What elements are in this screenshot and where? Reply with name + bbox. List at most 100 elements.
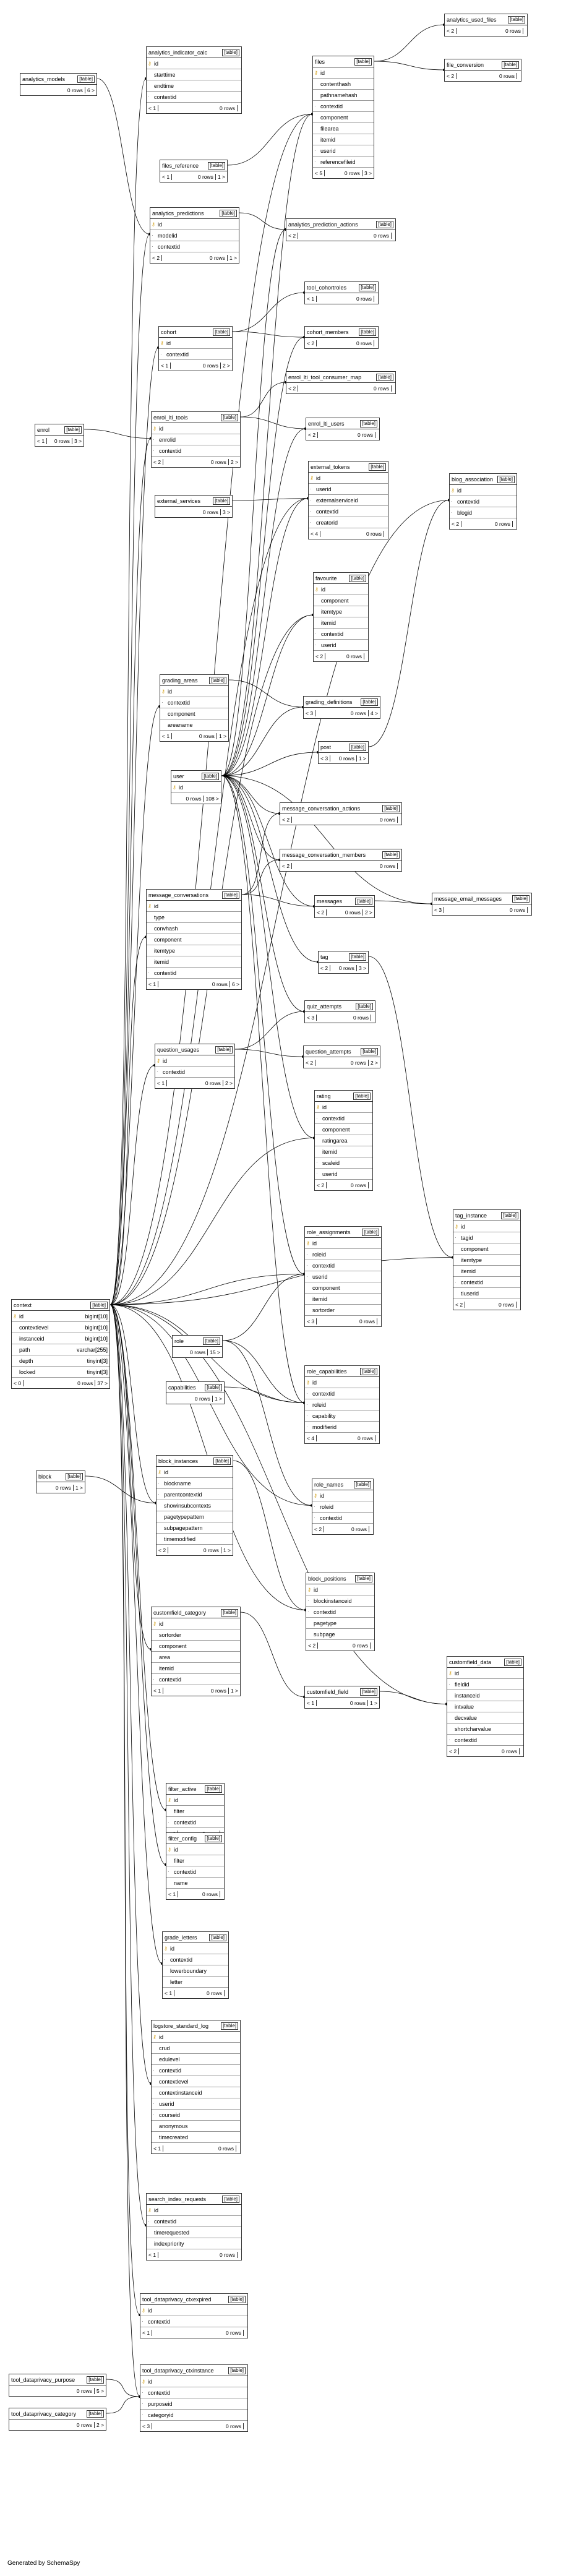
- child-count[interactable]: 1 >: [230, 1687, 238, 1694]
- table-header[interactable]: analytics_prediction_actions[table]: [286, 219, 395, 230]
- row-count[interactable]: 0 rows: [330, 964, 357, 971]
- table-header[interactable]: role_capabilities[table]: [305, 1366, 379, 1377]
- parent-count[interactable]: < 0: [12, 1380, 24, 1386]
- child-count[interactable]: 108 >: [205, 795, 219, 802]
- table-column[interactable]: ⚷id: [152, 1618, 240, 1629]
- table-column[interactable]: ⚷id: [159, 338, 232, 349]
- parent-count[interactable]: < 1: [147, 105, 159, 111]
- table-column[interactable]: intvalue: [447, 1701, 523, 1712]
- table-block-instances[interactable]: block_instances[table]⚷id·blockname·pare…: [156, 1455, 233, 1556]
- table-column[interactable]: edulevel: [152, 2054, 240, 2065]
- table-header[interactable]: question_attempts[table]: [304, 1046, 380, 1057]
- table-column[interactable]: component: [313, 112, 374, 123]
- table-header[interactable]: role_names[table]: [312, 1479, 373, 1490]
- table-name[interactable]: filter_config: [168, 1835, 197, 1842]
- table-column[interactable]: areaname: [160, 719, 228, 731]
- child-count[interactable]: 1 >: [223, 1547, 231, 1553]
- child-count[interactable]: 1 >: [229, 254, 237, 261]
- table-header[interactable]: search_index_requests[table]: [147, 2194, 241, 2205]
- parent-count[interactable]: < 5: [313, 170, 325, 176]
- table-header[interactable]: enrol_lti_users[table]: [306, 418, 379, 429]
- table-name[interactable]: customfield_field: [307, 1688, 349, 1695]
- table-search-index-requests[interactable]: search_index_requests[table]⚷id·contexti…: [146, 2193, 242, 2260]
- table-column[interactable]: ·userid: [313, 145, 374, 157]
- table-column[interactable]: ·contextid: [147, 92, 241, 103]
- table-header[interactable]: tag_instance[table]: [453, 1210, 520, 1221]
- table-role-capabilities[interactable]: role_capabilities[table]⚷id·contextid·ro…: [304, 1365, 380, 1444]
- table-column[interactable]: itemid: [305, 1294, 381, 1305]
- table-column[interactable]: ·tagid: [453, 1232, 520, 1243]
- table-column[interactable]: ·userid: [315, 1169, 372, 1180]
- table-role-names[interactable]: role_names[table]⚷id·roleid·contextid< 2…: [312, 1479, 374, 1535]
- row-count[interactable]: 0 rows: [330, 755, 357, 762]
- table-filter-active[interactable]: filter_active[table]⚷idfilter·contextid<…: [166, 1783, 225, 1839]
- row-count[interactable]: 0 rows: [14, 2421, 95, 2428]
- table-header[interactable]: block[table]: [36, 1471, 85, 1482]
- parent-count[interactable]: < 2: [286, 232, 299, 239]
- table-name[interactable]: rating: [317, 1093, 331, 1099]
- table-column[interactable]: itemtype: [147, 945, 241, 956]
- table-name[interactable]: filter_active: [168, 1785, 197, 1792]
- table-column[interactable]: contextinstanceid: [152, 2087, 240, 2098]
- table-column[interactable]: filearea: [313, 123, 374, 134]
- table-column[interactable]: ·contextid: [447, 1735, 523, 1746]
- table-name[interactable]: tool_dataprivacy_category: [11, 2410, 77, 2417]
- table-column[interactable]: itemid: [313, 134, 374, 145]
- child-count[interactable]: 2 >: [225, 1080, 233, 1086]
- table-header[interactable]: enrol_lti_tool_consumer_map[table]: [286, 372, 395, 383]
- table-header[interactable]: tool_dataprivacy_ctxexpired[table]: [140, 2294, 247, 2305]
- table-column[interactable]: ·contextid: [312, 1513, 373, 1524]
- row-count[interactable]: 0 rows: [325, 653, 364, 659]
- table-column[interactable]: decvalue: [447, 1712, 523, 1724]
- table-header[interactable]: post[table]: [319, 742, 368, 753]
- parent-count[interactable]: < 1: [152, 2145, 164, 2152]
- parent-count[interactable]: < 2: [157, 1547, 169, 1553]
- table-header[interactable]: role[table]: [173, 1336, 222, 1347]
- table-column[interactable]: ·contextid: [315, 1113, 372, 1124]
- table-column[interactable]: instanceid: [447, 1690, 523, 1701]
- table-header[interactable]: quiz_attempts[table]: [305, 1001, 375, 1012]
- table-column[interactable]: sortorder: [305, 1305, 381, 1316]
- row-count[interactable]: 0 rows: [457, 27, 523, 34]
- row-count[interactable]: 0 rows: [461, 520, 513, 527]
- table-column[interactable]: anonymous: [152, 2121, 240, 2132]
- row-count[interactable]: 0 rows: [152, 2329, 244, 2336]
- row-count[interactable]: 0 rows: [167, 1080, 223, 1086]
- row-count[interactable]: 0 rows: [163, 2145, 236, 2152]
- table-name[interactable]: post: [320, 744, 332, 750]
- table-name[interactable]: analytics_indicator_calc: [148, 49, 208, 56]
- table-column[interactable]: ·contextid: [147, 2216, 241, 2227]
- table-column[interactable]: ·contextid: [306, 1607, 374, 1618]
- table-name[interactable]: favourite: [315, 575, 337, 582]
- parent-count[interactable]: < 1: [305, 295, 317, 302]
- table-external-tokens[interactable]: external_tokens[table]⚷id·userid·externa…: [308, 461, 388, 539]
- table-column[interactable]: ⚷id: [147, 58, 241, 69]
- table-column[interactable]: ·externalserviceid: [309, 495, 388, 506]
- row-count[interactable]: 0 rows: [317, 1699, 368, 1706]
- table-tool-dataprivacy-ctxinstance[interactable]: tool_dataprivacy_ctxinstance[table]⚷id·c…: [140, 2364, 248, 2432]
- table-column[interactable]: component: [152, 1641, 240, 1652]
- table-name[interactable]: block: [38, 1473, 52, 1480]
- table-name[interactable]: file_conversion: [447, 61, 484, 68]
- table-column[interactable]: shortcharvalue: [447, 1724, 523, 1735]
- table-column[interactable]: ·contextid: [140, 2387, 247, 2398]
- table-header[interactable]: files_reference[table]: [160, 160, 227, 171]
- row-count[interactable]: 0 rows: [174, 1990, 225, 1996]
- table-column[interactable]: component: [314, 595, 368, 606]
- table-column[interactable]: pagetype: [306, 1618, 374, 1629]
- table-name[interactable]: capabilities: [168, 1384, 196, 1391]
- table-column[interactable]: itemtype: [314, 606, 368, 617]
